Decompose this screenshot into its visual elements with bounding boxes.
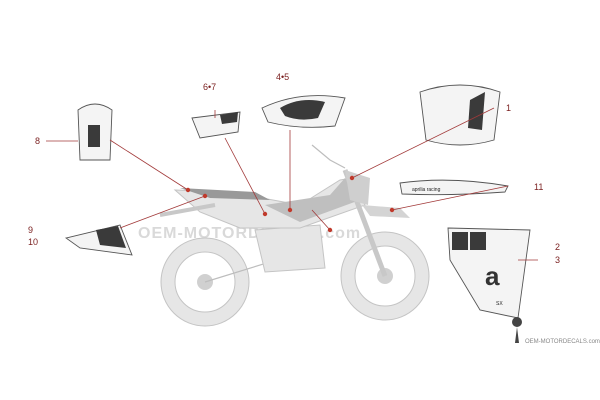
side-board-model-text: SX	[496, 301, 503, 307]
side-board-block-b	[470, 232, 486, 250]
dot-11	[389, 207, 395, 213]
front-fender	[362, 205, 410, 218]
fender-decal-text: aprilia racing	[412, 187, 441, 193]
callout-11: 11	[534, 182, 543, 192]
handlebar	[311, 144, 346, 169]
seat	[180, 188, 270, 200]
decal-part-4-5-tank[interactable]	[261, 95, 346, 128]
dot-extra	[327, 227, 333, 233]
callout-2: 2	[555, 242, 560, 252]
leader-lines	[46, 107, 538, 261]
callout-9: 9	[28, 225, 33, 235]
leader-11	[391, 185, 509, 211]
footer-logo-stem	[515, 327, 519, 343]
dot-8	[185, 187, 191, 193]
leader-6-7	[224, 137, 266, 215]
exhaust	[159, 203, 216, 217]
motorcycle-illustration	[159, 144, 430, 327]
footer-logo: OEM-MOTORDECALS.com	[512, 317, 600, 345]
dot-1	[349, 175, 355, 181]
callout-3: 3	[555, 255, 560, 265]
callout-8: 8	[35, 136, 40, 146]
decal-part-6-7-tag[interactable]	[191, 111, 241, 139]
decal-part-8-rear-fender[interactable]	[77, 103, 113, 161]
rear-fender-graphic	[88, 125, 100, 147]
dot-4-5	[287, 207, 293, 213]
leader-1	[351, 107, 495, 179]
callout-6-7: 6•7	[203, 82, 216, 92]
leader-8	[109, 139, 189, 191]
number-plate-shape	[419, 84, 501, 146]
footer-site-text: OEM-MOTORDECALS.com	[525, 339, 600, 345]
fender-decal-shape	[399, 179, 509, 196]
decal-part-2-3-side-board[interactable]: a SX	[447, 227, 531, 319]
dot-6-7	[262, 211, 268, 217]
side-board-letter: a	[485, 261, 500, 291]
dot-9-10	[202, 193, 208, 199]
side-board-shape	[447, 227, 531, 319]
decal-part-11-front-fender[interactable]: aprilia racing	[399, 179, 509, 196]
callout-10: 10	[28, 237, 38, 247]
tag-decal-graphic	[220, 112, 238, 124]
number-plate-graphic	[468, 92, 485, 130]
callout-1: 1	[506, 103, 511, 113]
leader-extra	[311, 209, 331, 231]
side-panel-graphic	[96, 226, 126, 248]
leader-9-10	[119, 195, 206, 229]
decal-part-9-10-side-panel[interactable]	[64, 224, 133, 256]
footer-logo-icon	[512, 317, 522, 327]
callout-4-5: 4•5	[276, 72, 289, 82]
tank-decal-graphic	[280, 100, 325, 120]
engine	[254, 224, 326, 273]
side-board-block-a	[452, 232, 468, 250]
decal-part-1-number-plate[interactable]	[419, 84, 501, 146]
